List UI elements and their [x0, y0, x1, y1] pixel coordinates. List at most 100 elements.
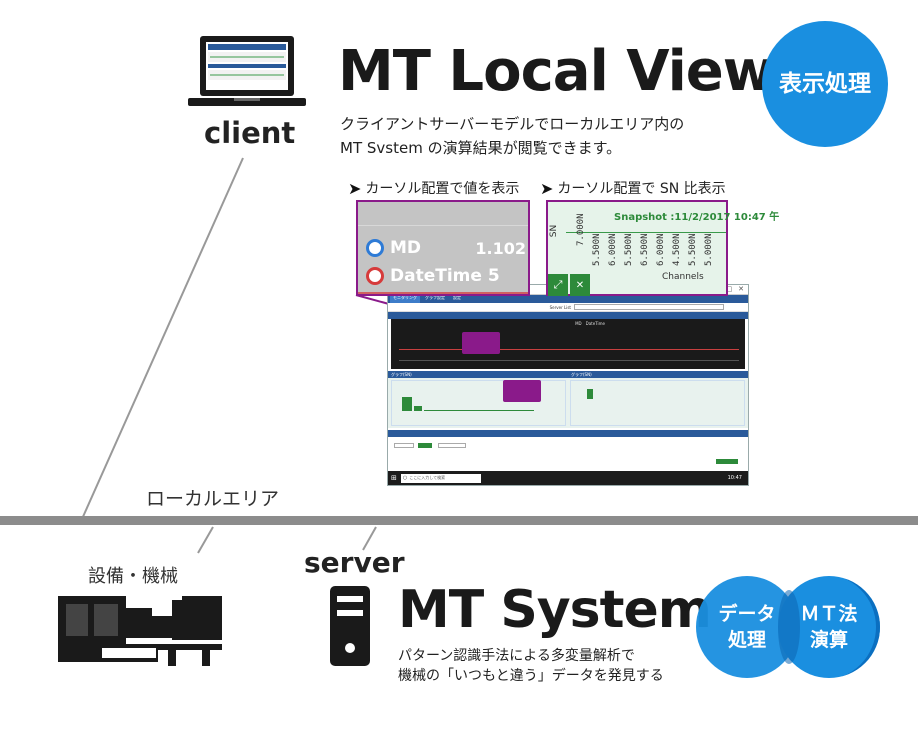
taskbar: ⊞ ○ ここに入力して検索 10:47	[388, 471, 748, 485]
legend-md: MD	[575, 321, 582, 326]
display-processing-label: 表示処理	[779, 71, 871, 97]
window-close-icon[interactable]: ✕	[738, 285, 744, 293]
sn-bar	[587, 389, 593, 399]
sn-axis-label: SN	[549, 224, 560, 238]
sn-green-line	[566, 232, 726, 233]
note-left: ➤ カーソル配置で値を表示	[348, 178, 519, 198]
close-icon: ✕	[575, 279, 585, 291]
panel2a-title: グラフ(SN)	[391, 372, 412, 377]
md-value: 1.102	[475, 238, 526, 258]
server-description-line2: 機械の「いつもと違う」データを発見する	[398, 668, 664, 684]
sn-bar	[414, 406, 422, 411]
network-line	[0, 516, 918, 525]
panel2b-title: グラフ(SN)	[571, 372, 592, 377]
md-trace	[399, 349, 739, 350]
data-processing-line2: 処理	[727, 629, 766, 651]
sn-chart-left	[391, 380, 566, 426]
server-connector	[362, 526, 377, 551]
app-tabs: モニタリング グラフ設定 設定	[388, 295, 748, 303]
sn-tick: 4.500N	[672, 233, 682, 266]
callout-sn-values: Snapshot :11/2/2017 10:47 午 SN 7.000N 5.…	[546, 200, 779, 296]
sn-channels-label: Channels	[662, 272, 704, 282]
note-right: ➤ カーソル配置で SN 比表示	[540, 178, 726, 198]
panel1-header: グラフ(MD)	[388, 312, 748, 328]
cursor-highlight-sn	[503, 380, 541, 402]
maximize-icon[interactable]: □	[725, 285, 733, 293]
callout-row-datetime: DateTime 5	[366, 266, 526, 286]
sn-tick: 6.000N	[608, 233, 618, 266]
sn-tick: 5.000N	[704, 233, 714, 266]
md-chart: MD DateTime	[391, 319, 745, 369]
client-title: MT Local Viewer	[338, 39, 838, 104]
sn-tick: 5.500N	[624, 233, 634, 266]
display-processing-badge: 表示処理	[762, 21, 888, 147]
status-area	[388, 437, 748, 471]
tab-settings[interactable]: 設定	[453, 295, 461, 300]
network-label: ローカルエリア	[146, 488, 280, 510]
client-description-line1: クライアントサーバーモデルでローカルエリア内の	[340, 115, 685, 133]
radio-datetime-icon	[366, 267, 384, 285]
server-description-line1: パターン認識手法による多変量解析で	[398, 648, 635, 664]
callout-row-md: MD 1.102	[366, 238, 526, 258]
cursor-highlight-md	[462, 332, 500, 354]
sn-chart-right	[570, 380, 745, 426]
status-field	[438, 443, 466, 448]
note-left-label: カーソル配置で値を表示	[365, 181, 520, 197]
pointer-arrow-icon: ➤	[348, 178, 362, 198]
radio-md-icon	[366, 239, 384, 257]
start-icon[interactable]: ⊞	[391, 474, 397, 482]
expand-button[interactable]: ⤢	[548, 274, 568, 296]
sn-bar	[402, 397, 412, 411]
sn-charts	[388, 378, 748, 428]
status-indicator	[418, 443, 432, 448]
callout-gridlines	[358, 202, 528, 226]
data-processing-line1: データ	[718, 603, 776, 625]
pointer-arrow-icon: ➤	[540, 178, 554, 198]
client-label: client	[204, 116, 296, 150]
taskbar-search-text: ここに入力して検索	[409, 475, 446, 480]
datetime-value: 5	[487, 266, 500, 286]
tab-monitoring[interactable]: モニタリング	[390, 295, 420, 303]
data-processing-text: データ 処理	[718, 601, 775, 653]
legend-datetime: DateTime	[585, 321, 605, 326]
taskbar-search[interactable]: ○ ここに入力して検索	[400, 473, 481, 483]
mt-method-line2: 演算	[809, 629, 848, 651]
search-icon: ○	[402, 475, 408, 481]
sn-tick: 6.500N	[640, 233, 650, 266]
sn-tick: 7.000N	[576, 213, 586, 246]
sn-tick: 5.500N	[688, 233, 698, 266]
server-select[interactable]	[574, 304, 724, 310]
callout-md-values: MD 1.102 DateTime 5	[356, 200, 530, 296]
panel2-header: グラフ(SN) グラフ(SN)	[388, 371, 748, 378]
run-button[interactable]	[716, 459, 738, 464]
status-header: ステータス	[388, 430, 748, 446]
clock: 10:47	[727, 475, 742, 481]
equipment-label: 設備・機械	[88, 566, 178, 587]
sn-tick: 6.000N	[656, 233, 666, 266]
status-field	[394, 443, 414, 448]
client-connector	[81, 157, 244, 520]
server-label: server	[304, 546, 405, 579]
server-title: MT System	[398, 580, 712, 640]
server-row: Server List	[388, 303, 748, 312]
close-button[interactable]: ✕	[570, 274, 590, 296]
tab-graph-settings[interactable]: グラフ設定	[425, 295, 445, 300]
client-description-line2: MT Svstem の演算結果が閲覧できます。	[340, 139, 622, 157]
sn-bar	[424, 410, 534, 411]
md-legend: MD DateTime	[575, 321, 605, 326]
server-icon	[330, 586, 370, 666]
laptop-icon	[188, 34, 306, 110]
expand-icon: ⤢	[553, 278, 563, 291]
mt-method-text: ＭＴ法 演算	[800, 601, 857, 653]
server-list-label: Server List	[549, 304, 571, 310]
snapshot-label: Snapshot :11/2/2017 10:47 午	[614, 212, 780, 223]
md-name: MD	[390, 238, 422, 258]
mt-method-line1: ＭＴ法	[800, 603, 858, 625]
machine-icon	[52, 592, 228, 668]
md-axis	[399, 360, 739, 361]
sn-tick: 5.500N	[592, 233, 602, 266]
app-window: — □ ✕ モニタリング グラフ設定 設定 Server List グラフ(MD…	[387, 284, 749, 486]
note-right-label: カーソル配置で SN 比表示	[557, 181, 726, 197]
callout-red-line	[358, 292, 528, 294]
datetime-name: DateTime	[390, 266, 482, 286]
